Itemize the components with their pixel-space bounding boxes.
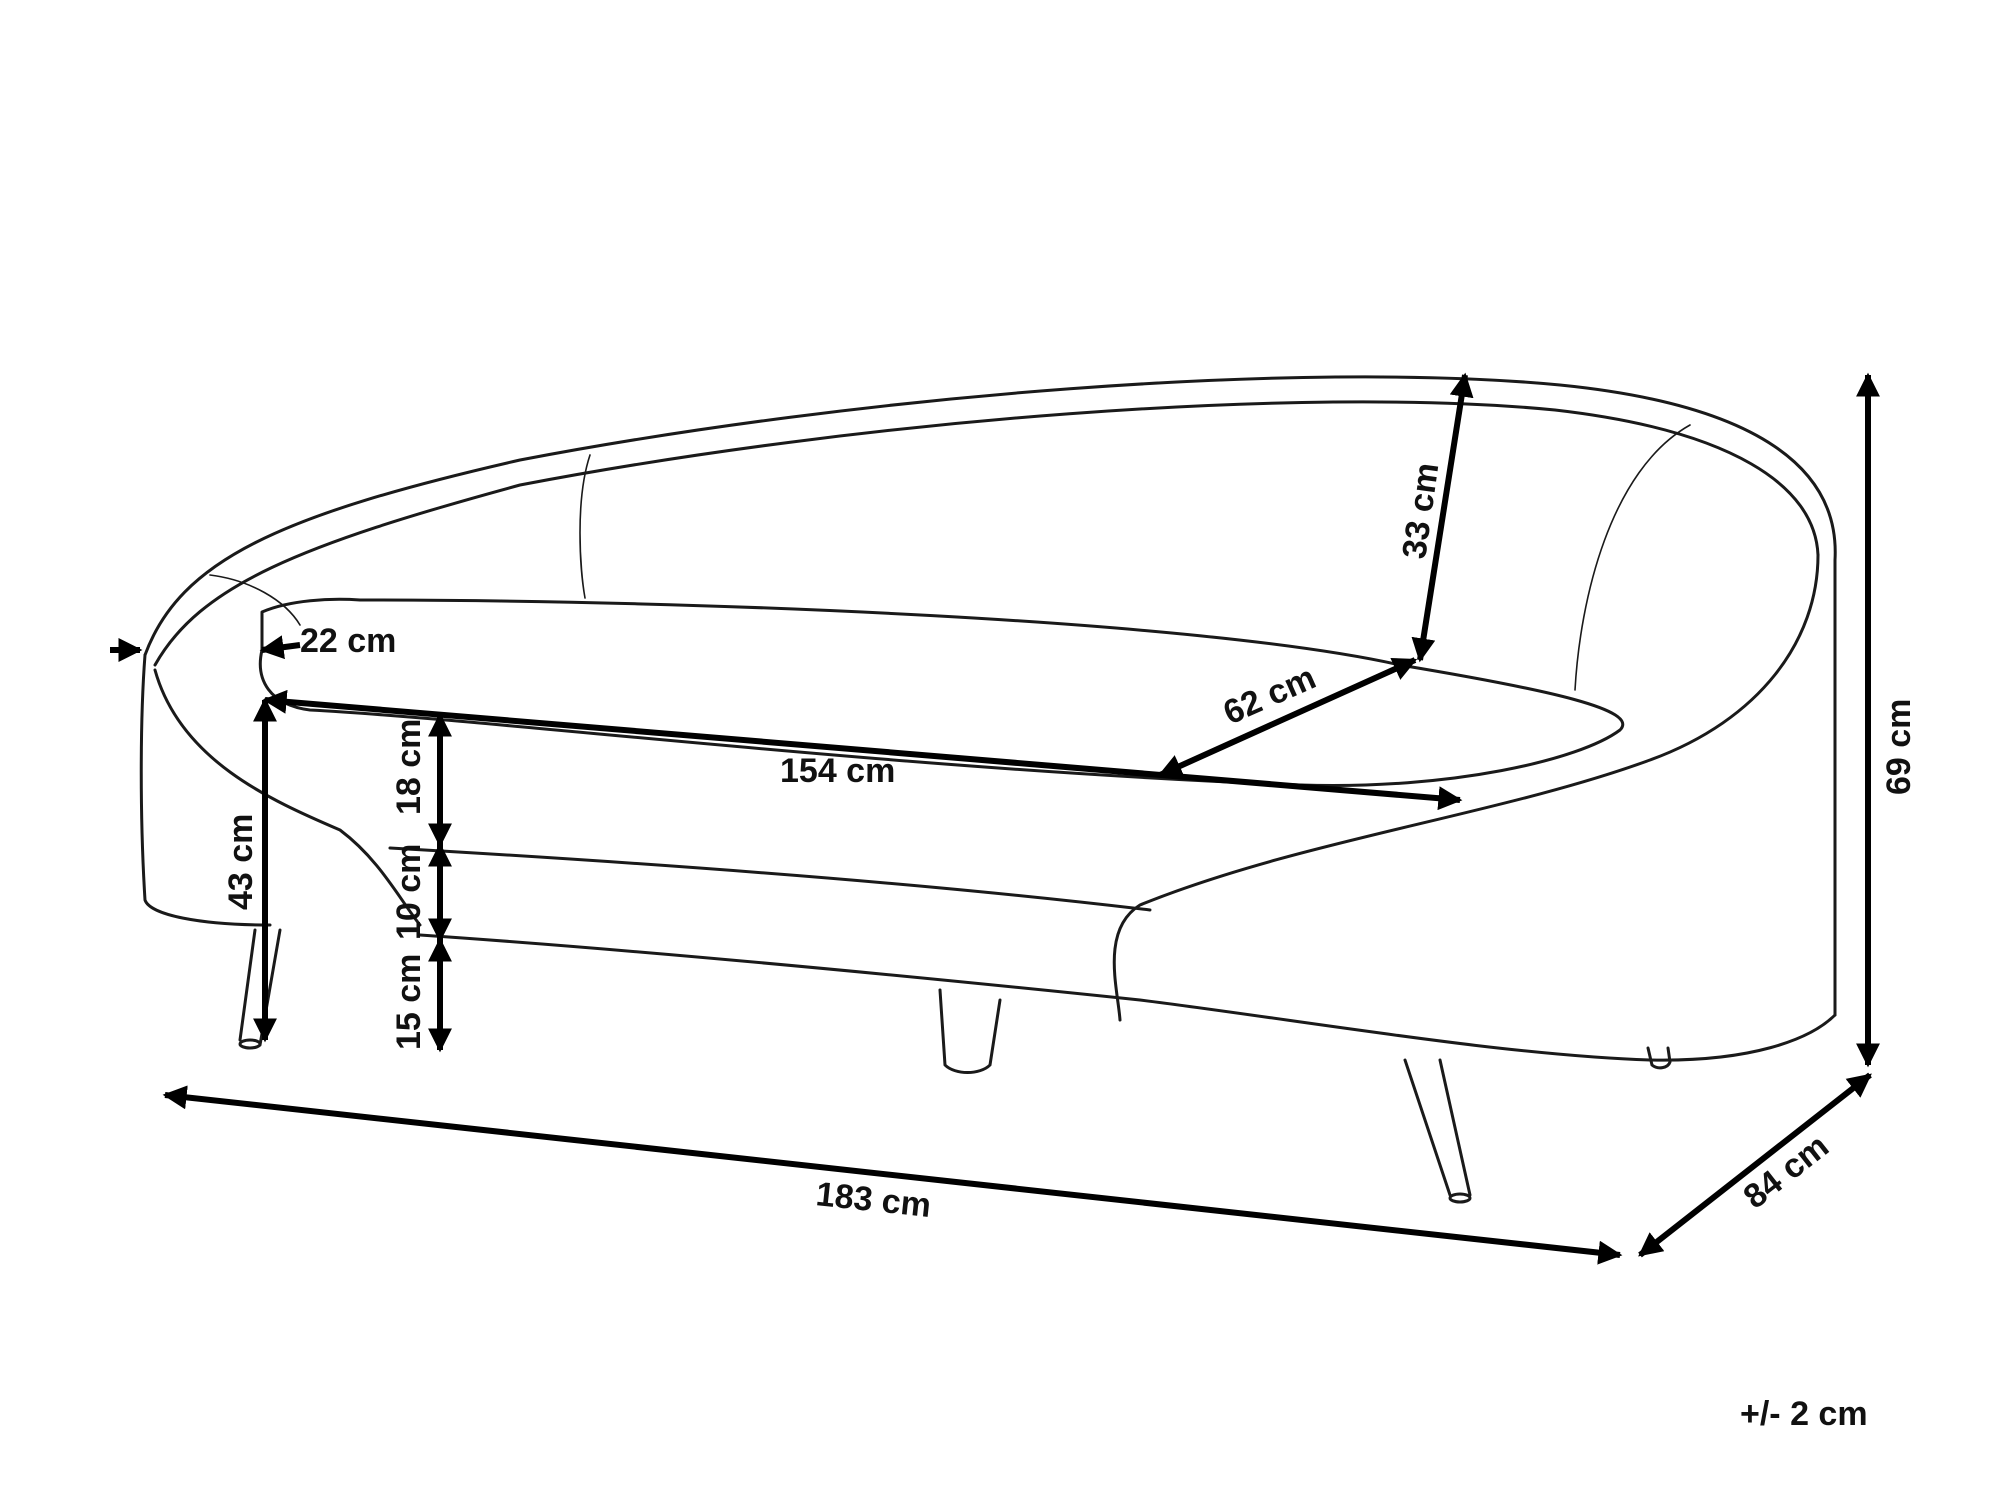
total-width-arrow xyxy=(162,1085,1623,1265)
seat-height-label: 43 cm xyxy=(222,814,260,910)
backrest-inner-rim xyxy=(153,400,1820,667)
seat-front xyxy=(388,846,1152,912)
leg-front-left xyxy=(238,928,282,1047)
leg-front-right-foot xyxy=(1448,1192,1472,1204)
backrest-outer-rim xyxy=(143,375,1837,1017)
arm-seam-left xyxy=(209,574,301,626)
right-arm-front xyxy=(1112,553,1820,1022)
seat-width-label: 154 cm xyxy=(780,752,895,790)
leg-front-right xyxy=(1403,1058,1472,1197)
total-height-label: 69 cm xyxy=(1880,699,1918,795)
leg-back-right xyxy=(1646,1046,1672,1070)
seat-depth-label: 62 cm xyxy=(1218,658,1322,732)
leg-middle xyxy=(938,988,1002,1074)
dimension-arrows xyxy=(110,372,1880,1265)
armrest-width-arrow-inner xyxy=(259,635,301,660)
leg-height-label: 15 cm xyxy=(390,954,428,1050)
seat-cushion-height-label: 18 cm xyxy=(390,719,428,815)
base-height-label: 10 cm xyxy=(390,844,428,940)
back-seam-right xyxy=(1574,424,1691,691)
total-depth-arrow xyxy=(1638,1072,1872,1258)
back-seam-left xyxy=(579,454,591,599)
total-width-label: 183 cm xyxy=(814,1175,933,1225)
dimension-labels: 33 cm 22 cm 62 cm 154 cm 18 cm 10 cm 15 … xyxy=(222,460,1918,1433)
tolerance-label: +/- 2 cm xyxy=(1740,1395,1868,1433)
base-front xyxy=(418,933,1837,1062)
backrest-height-arrow xyxy=(1411,372,1474,663)
armrest-width-label: 22 cm xyxy=(300,622,396,660)
leg-front-left-foot xyxy=(238,1038,262,1050)
left-arm xyxy=(139,653,272,927)
seat-width-arrow xyxy=(262,689,1463,811)
sofa-outline xyxy=(139,375,1837,1062)
left-arm-inner xyxy=(153,668,422,927)
sofa-legs xyxy=(238,928,1672,1204)
